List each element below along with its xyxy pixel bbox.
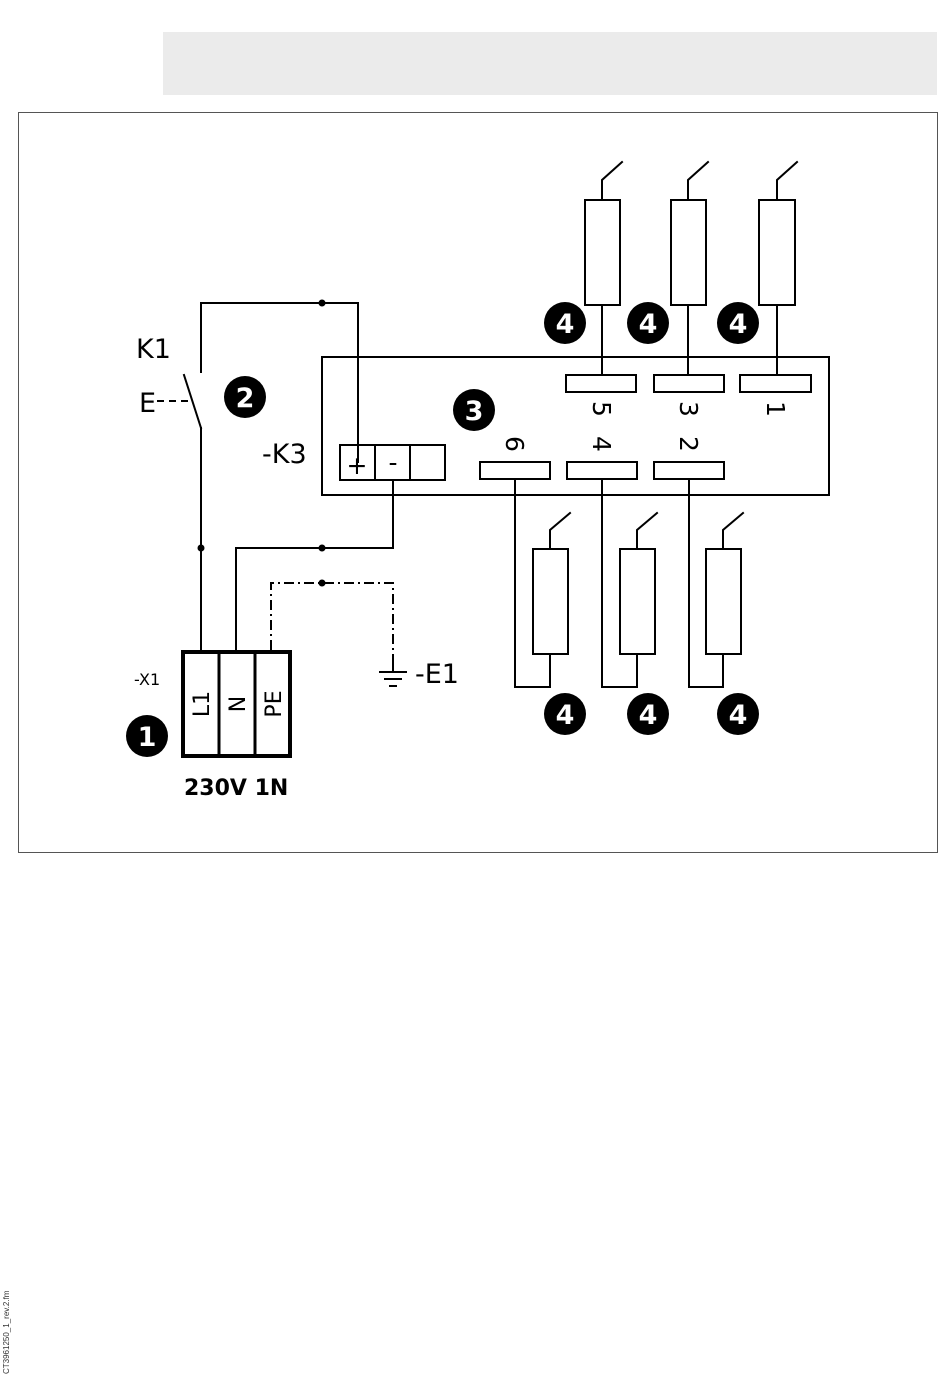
callout-4-number: 4 [639,309,658,340]
supply-label: 230V 1N [184,776,288,801]
switch-e-label: E [139,388,156,419]
contact-6 [480,462,550,479]
callout-4-number: 4 [556,700,575,731]
callout-2: 2 [224,376,266,418]
callout-4-number: 4 [639,700,658,731]
contact-5-label: 5 [587,401,616,417]
terminal-n-label: N [226,696,251,712]
k3-label: -K3 [262,439,307,470]
heater-element-top-3 [759,200,795,305]
heater-element-bottom-2 [620,549,655,654]
contact-1 [740,375,811,392]
callout-3-number: 3 [465,396,484,427]
terminal-pe-label: PE [262,690,287,717]
earth-symbol [379,660,407,686]
k1-label: K1 [136,334,171,365]
callout-4-top-3: 4 [717,302,759,344]
contact-4 [567,462,637,479]
callout-4-number: 4 [729,309,748,340]
plus-label: + [347,451,368,480]
contact-3-label: 3 [674,401,703,417]
contact-6-label: 6 [500,436,529,452]
heater-element-bottom-1 [533,549,568,654]
callout-4-bottom-3: 4 [717,693,759,735]
callout-4-number: 4 [729,700,748,731]
e1-label: -E1 [415,659,459,690]
callout-4-bottom-2: 4 [627,693,669,735]
callout-4-number: 4 [556,309,575,340]
document-file-label: CT3961250_1_rev.2.fm [2,1291,11,1374]
heater-element-bottom-3 [706,549,741,654]
contact-4-label: 4 [587,436,616,452]
callout-4-bottom-1: 4 [544,693,586,735]
callout-4-top-2: 4 [627,302,669,344]
heater-element-top-1 [585,200,620,305]
callout-1: 1 [126,715,168,757]
contact-1-label: 1 [761,401,790,417]
contact-5 [566,375,636,392]
callout-1-number: 1 [138,722,157,753]
minus-label: - [388,448,397,477]
x1-label: -X1 [134,670,160,689]
callout-2-number: 2 [236,383,255,414]
terminal-l1-label: L1 [190,691,215,717]
control-unit-box [322,357,829,495]
heater-element-top-2 [671,200,706,305]
contact-2 [654,462,724,479]
callout-4-top-1: 4 [544,302,586,344]
callout-3: 3 [453,389,495,431]
contact-3 [654,375,724,392]
contact-2-label: 2 [674,436,703,452]
